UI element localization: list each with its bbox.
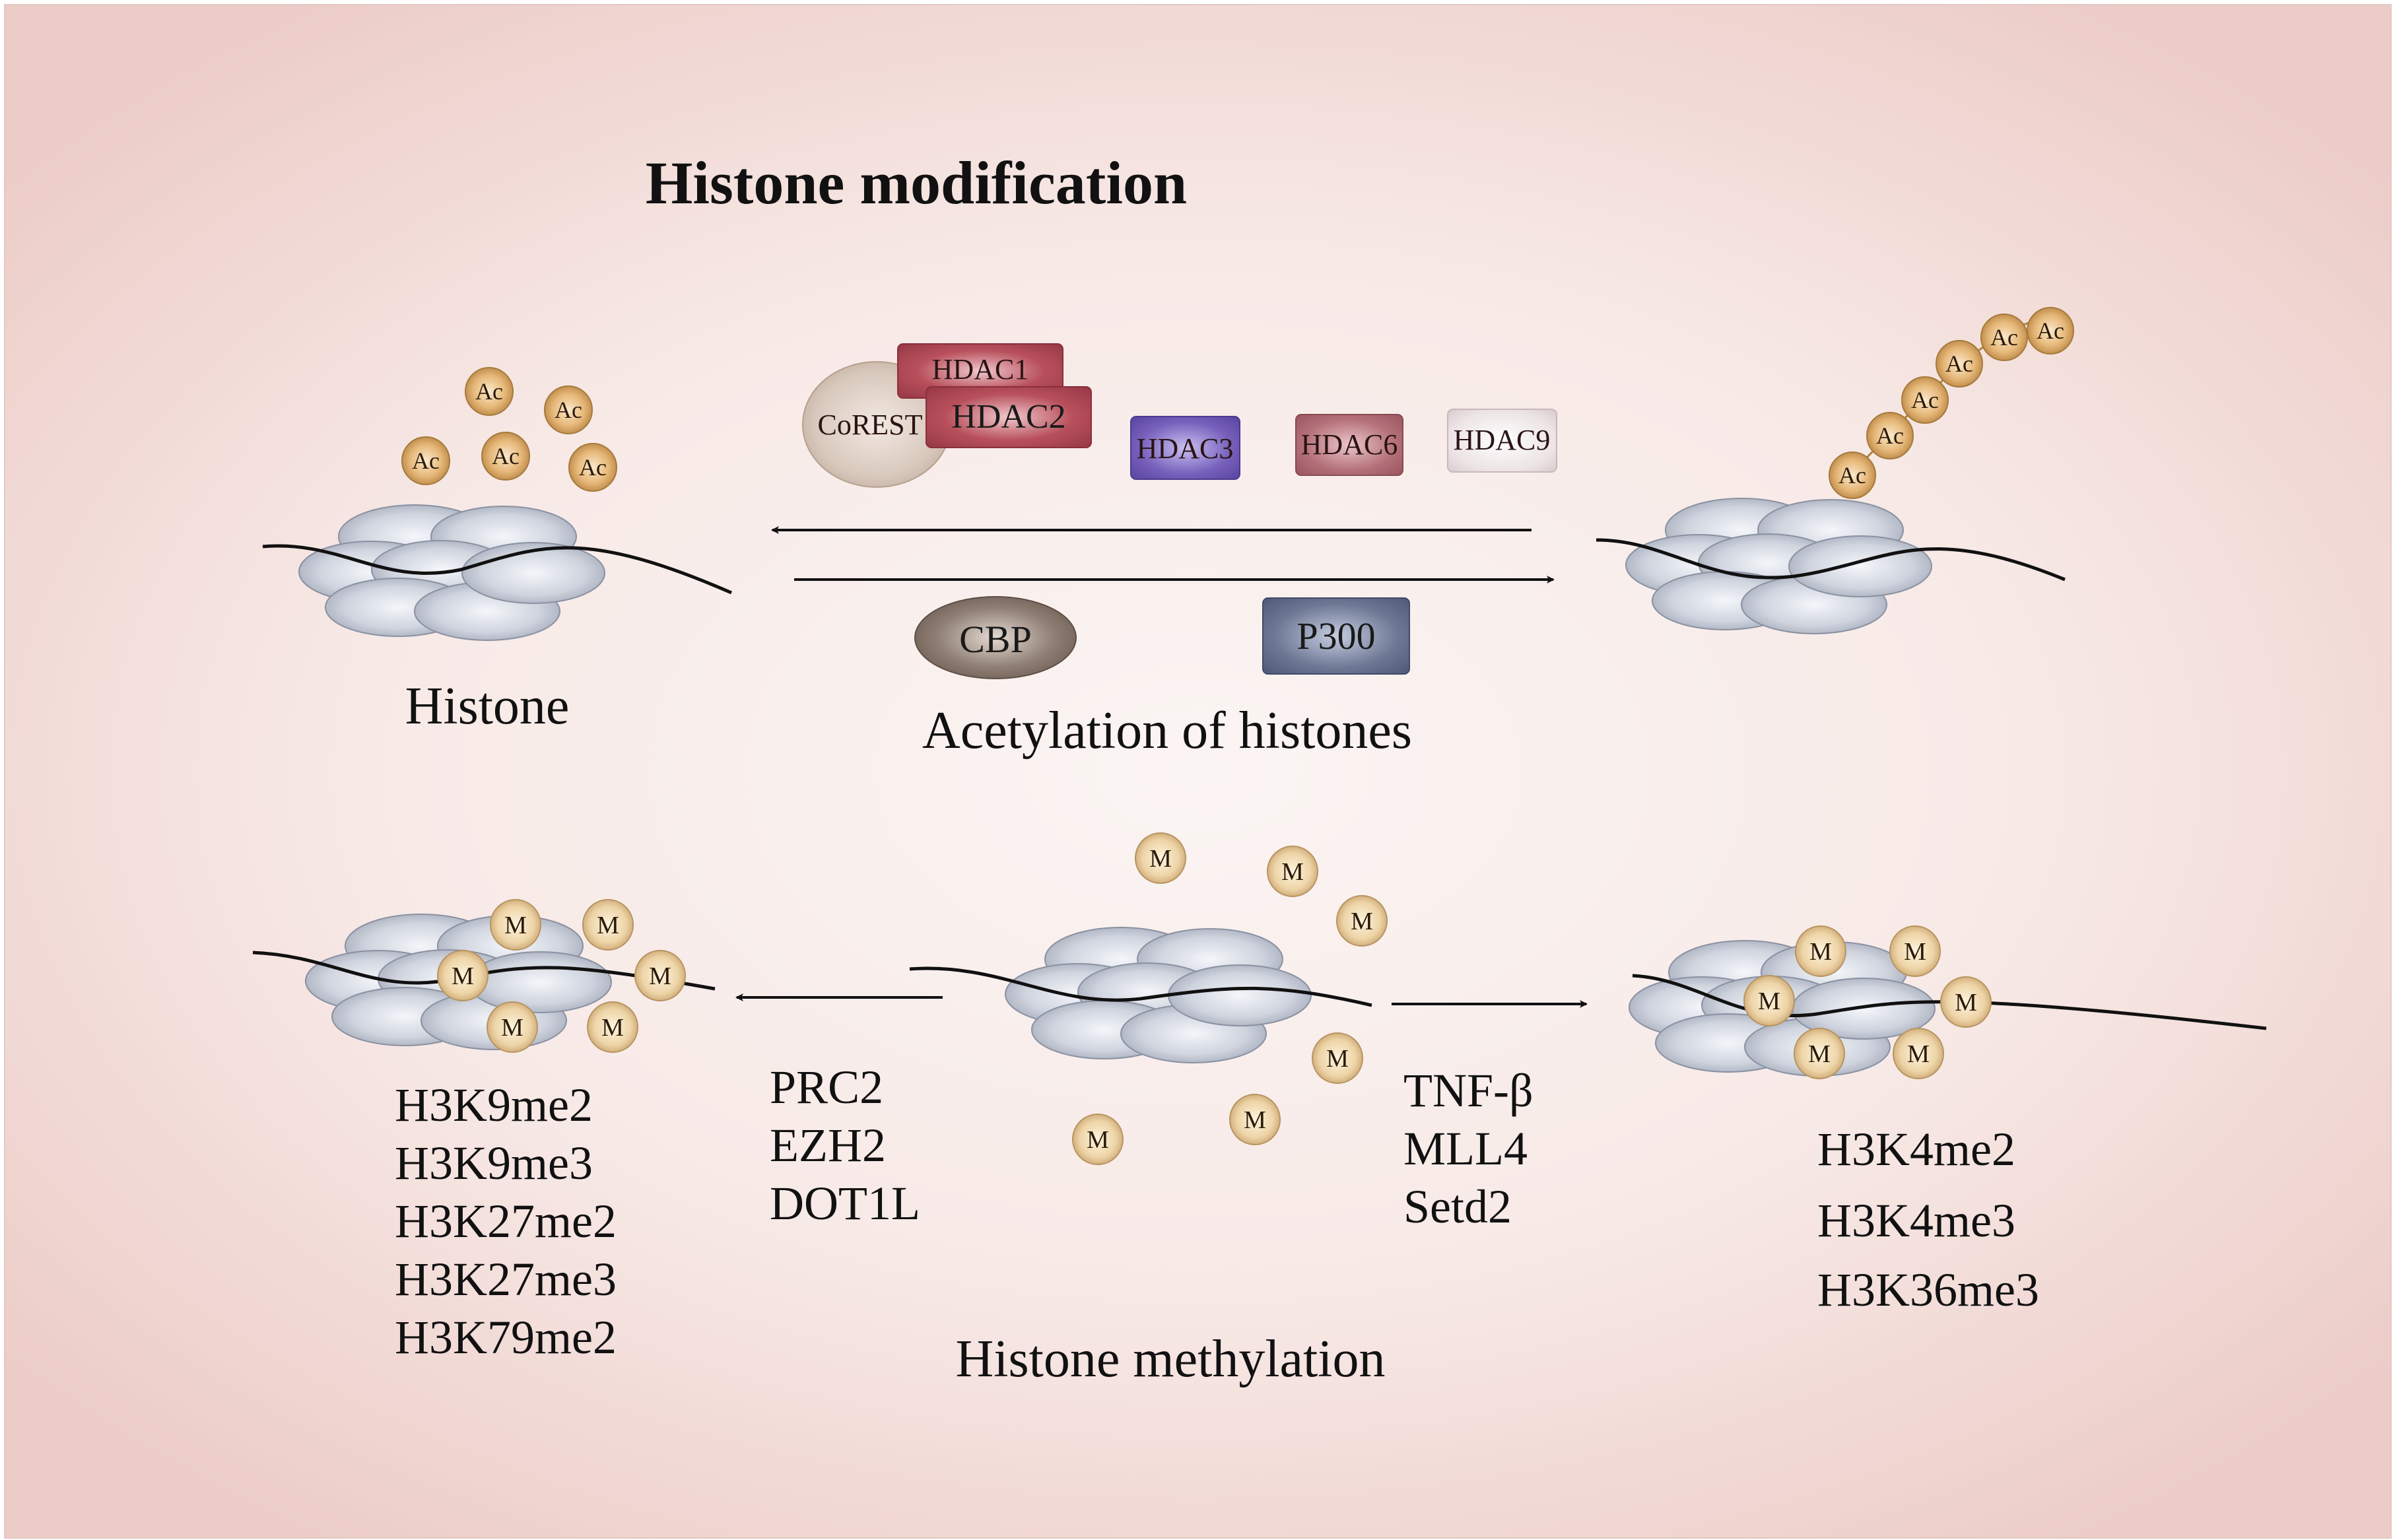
repressive-enzymes-list: PRC2 EZH2 DOT1L	[770, 1061, 920, 1230]
histone-nucleosome-left	[262, 504, 732, 641]
svg-text:M: M	[452, 962, 474, 990]
svg-text:M: M	[1351, 908, 1373, 935]
histone-nucleosome-activated	[1629, 940, 2267, 1077]
histone-label: Histone	[405, 677, 570, 735]
svg-text:HDAC6: HDAC6	[1301, 428, 1398, 461]
svg-text:H3K4me2: H3K4me2	[1817, 1123, 2015, 1176]
acetylation-label: Acetylation of histones	[922, 702, 1412, 760]
svg-text:M: M	[601, 1014, 624, 1042]
activating-enzymes-list: TNF-β MLL4 Setd2	[1403, 1064, 1534, 1233]
svg-text:M: M	[597, 912, 619, 939]
svg-text:M: M	[1758, 988, 1780, 1015]
svg-text:TNF-β: TNF-β	[1403, 1064, 1534, 1117]
svg-text:Setd2: Setd2	[1403, 1180, 1512, 1233]
svg-text:Ac: Ac	[1911, 387, 1939, 413]
svg-text:HDAC3: HDAC3	[1137, 432, 1234, 465]
cbp: CBP	[914, 596, 1077, 679]
svg-text:M: M	[1281, 858, 1304, 886]
hdac9: HDAC9	[1447, 409, 1557, 473]
svg-text:Ac: Ac	[475, 378, 503, 405]
svg-text:Ac: Ac	[492, 443, 520, 469]
svg-text:M: M	[504, 912, 527, 939]
svg-text:M: M	[1907, 1040, 1930, 1068]
histone-nucleosome-acetylated	[1596, 498, 2066, 634]
svg-text:Ac: Ac	[1876, 422, 1904, 449]
svg-text:H3K27me2: H3K27me2	[395, 1195, 617, 1248]
methyl-groups-activated: M M M M M M	[1743, 925, 1992, 1079]
methyl-groups-repressed: M M M M M M	[437, 899, 686, 1053]
svg-text:H3K9me2: H3K9me2	[395, 1079, 593, 1131]
svg-text:H3K79me2: H3K79me2	[395, 1311, 617, 1364]
free-acetyl-groups: Ac Ac Ac Ac Ac	[401, 367, 617, 492]
svg-text:PRC2: PRC2	[770, 1061, 883, 1114]
svg-text:H3K27me3: H3K27me3	[395, 1253, 617, 1306]
svg-text:CBP: CBP	[959, 618, 1032, 661]
svg-text:Ac: Ac	[412, 448, 440, 474]
hdac6: HDAC6	[1295, 414, 1403, 476]
svg-text:M: M	[1809, 938, 1832, 966]
hdac2-label: HDAC2	[951, 398, 1065, 436]
svg-text:HDAC9: HDAC9	[1454, 424, 1551, 456]
free-methyl-groups: M M M M M M	[1072, 832, 1388, 1165]
svg-text:H3K4me3: H3K4me3	[1817, 1194, 2015, 1247]
svg-text:M: M	[1808, 1040, 1831, 1068]
svg-text:M: M	[1955, 989, 1977, 1017]
svg-text:M: M	[1087, 1126, 1109, 1154]
svg-text:Ac: Ac	[2037, 318, 2064, 344]
corest-label: CoREST	[818, 409, 923, 441]
svg-text:Ac: Ac	[555, 397, 582, 423]
svg-text:MLL4: MLL4	[1403, 1122, 1528, 1175]
diagram-svg: Histone modification Histone Ac Ac Ac Ac…	[252, 149, 2267, 1388]
hdac3: HDAC3	[1130, 416, 1240, 480]
svg-text:M: M	[1149, 845, 1172, 873]
svg-text:H3K36me3: H3K36me3	[1817, 1263, 2039, 1316]
p300: P300	[1262, 597, 1410, 675]
activating-marks-list: H3K4me2 H3K4me3 H3K36me3	[1817, 1123, 2039, 1316]
svg-text:M: M	[501, 1014, 523, 1042]
hdac2-box	[926, 386, 1092, 448]
svg-text:M: M	[1244, 1106, 1266, 1134]
svg-text:Ac: Ac	[579, 454, 607, 481]
hdac1-label: HDAC1	[932, 353, 1029, 385]
svg-text:Ac: Ac	[1838, 462, 1866, 488]
svg-text:M: M	[1326, 1045, 1349, 1073]
methylation-label: Histone methylation	[955, 1330, 1385, 1388]
svg-text:EZH2: EZH2	[770, 1119, 886, 1172]
svg-text:Ac: Ac	[1990, 324, 2018, 351]
repressive-marks-list: H3K9me2 H3K9me3 H3K27me2 H3K27me3 H3K79m…	[395, 1079, 617, 1364]
acetyl-chain: Ac Ac Ac Ac Ac Ac	[1829, 307, 2074, 499]
svg-text:M: M	[649, 962, 671, 990]
diagram-canvas: Histone modification Histone Ac Ac Ac Ac…	[4, 4, 2392, 1539]
corest-complex: CoREST HDAC1 HDAC2	[802, 343, 1092, 488]
svg-text:P300: P300	[1297, 615, 1375, 657]
svg-text:M: M	[1904, 938, 1926, 966]
svg-text:Ac: Ac	[1945, 351, 1973, 377]
svg-text:DOT1L: DOT1L	[770, 1177, 920, 1230]
svg-text:H3K9me3: H3K9me3	[395, 1137, 593, 1189]
histone-nucleosome-center	[909, 927, 1372, 1063]
diagram-title: Histone modification	[646, 149, 1187, 217]
